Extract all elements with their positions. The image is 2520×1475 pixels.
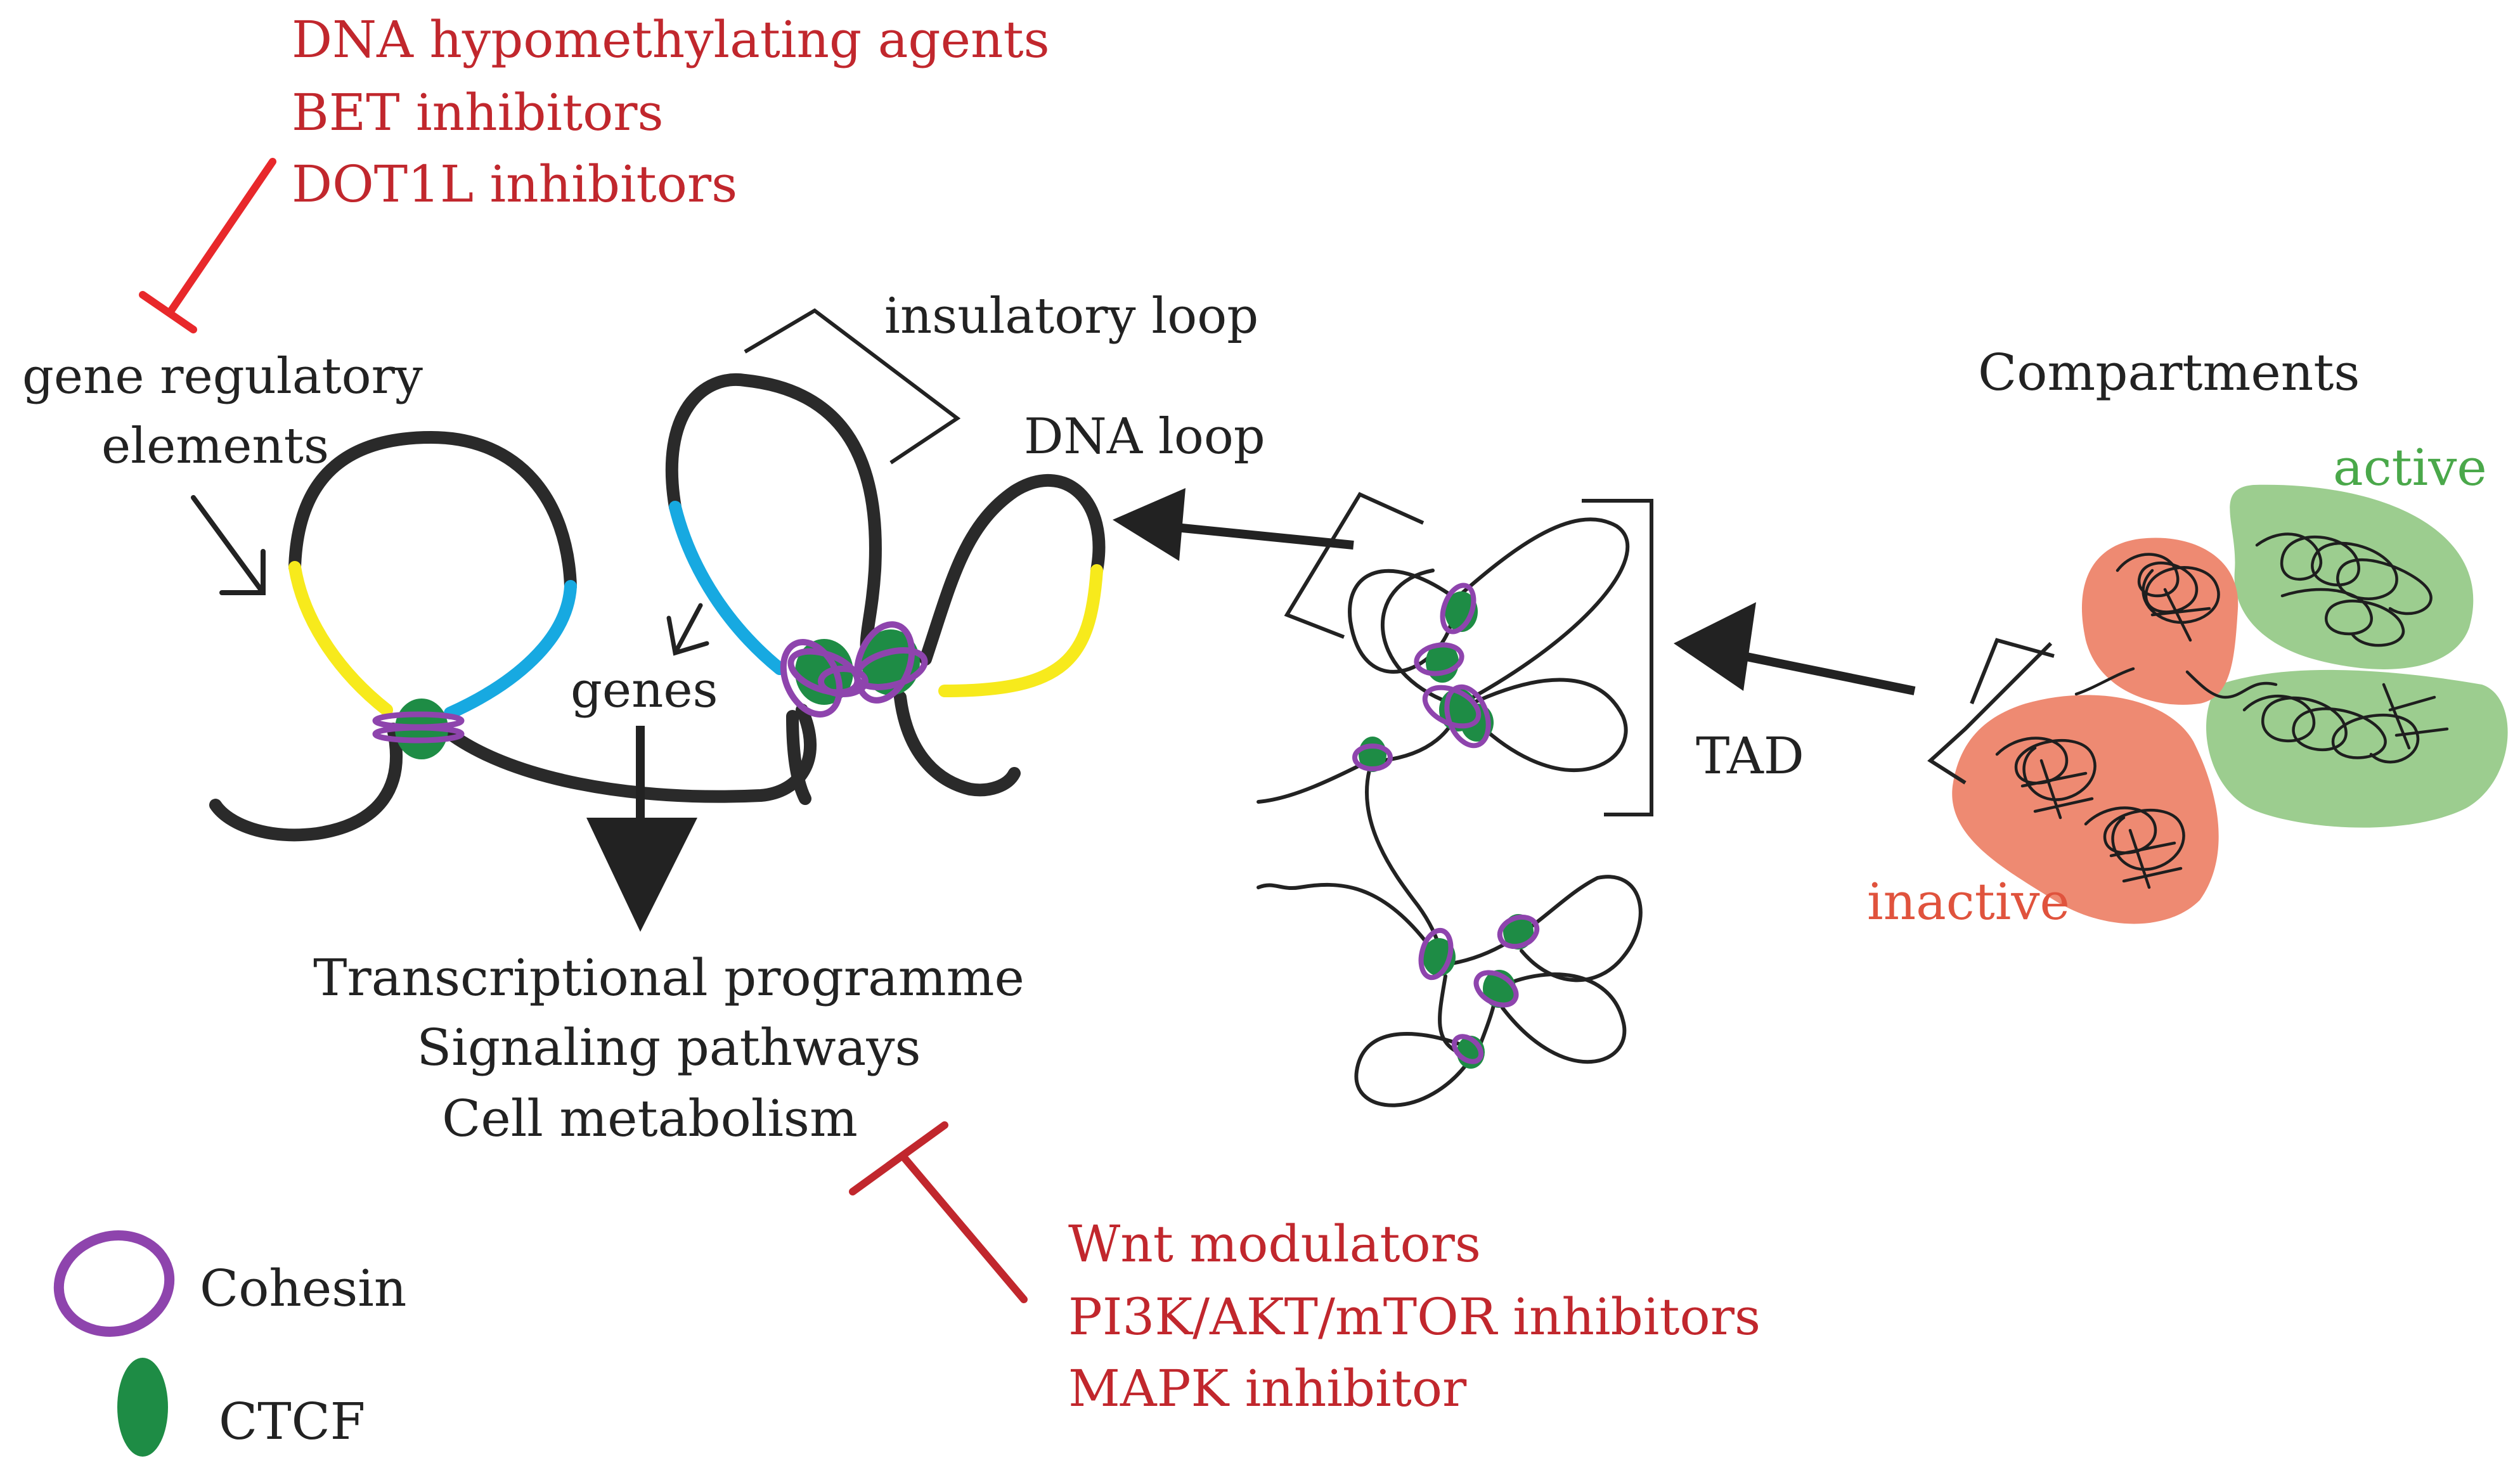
middle-loop-anchors — [780, 621, 928, 718]
cohesin-icon — [1414, 642, 1464, 676]
cohesin-icon — [780, 621, 928, 718]
label-inactive: inactive — [1867, 872, 2070, 931]
tad-left-bracket — [1284, 492, 1425, 639]
legend-ctcf: CTCF — [219, 1392, 365, 1451]
outputs-list: Transcriptional programme Signaling path… — [313, 948, 1024, 1148]
inactive-compartment — [1952, 695, 2219, 924]
left-dna-loop — [209, 430, 817, 842]
compartment-bracket — [1927, 641, 2053, 785]
compartment-blobs — [1952, 484, 2508, 924]
ctcf-legend-icon — [117, 1358, 168, 1457]
drug-wnt-modulators: Wnt modulators — [1068, 1214, 1481, 1273]
drug-dot1l-inhibitors: DOT1L inhibitors — [292, 155, 737, 214]
output-signaling: Signaling pathways — [417, 1018, 921, 1077]
label-compartments: Compartments — [1978, 343, 2360, 402]
cohesin-icon — [1497, 914, 1540, 950]
label-gene-regulatory: gene regulatory — [22, 348, 423, 405]
cohesin-icon — [1440, 583, 1476, 634]
label-elements: elements — [101, 418, 329, 475]
insulatory-loop — [665, 373, 882, 805]
top-inhibition-symbol — [139, 158, 276, 333]
drug-dna-hypomethylating: DNA hypomethylating agents — [292, 10, 1050, 69]
output-metabolism: Cell metabolism — [442, 1089, 858, 1148]
inactive-compartment — [2081, 538, 2239, 705]
compartment-bracket-top — [1970, 638, 2055, 705]
active-compartment — [2230, 484, 2474, 669]
cohesin-legend-icon — [53, 1230, 175, 1337]
top-drug-list: DNA hypomethylating agents BET inhibitor… — [292, 10, 1050, 214]
bottom-inhibition-symbol — [849, 1121, 1028, 1303]
cohesin-icon — [372, 725, 465, 744]
drug-pi3k-inhibitors: PI3K/AKT/mTOR inhibitors — [1068, 1287, 1761, 1346]
regulatory-arrow — [191, 495, 266, 595]
tad-to-loop-arrow — [1113, 488, 1354, 561]
ctcf-icon — [1503, 914, 1534, 950]
cohesin-icon — [1451, 1034, 1484, 1064]
label-insulatory-loop: insulatory loop — [884, 288, 1258, 345]
genes-arrow — [666, 603, 709, 656]
tad-right-bracket — [1582, 499, 1653, 816]
label-dna-loop: DNA loop — [1024, 408, 1265, 465]
cohesin-icon — [1444, 684, 1491, 749]
dna-loop — [894, 473, 1106, 797]
label-genes: genes — [571, 662, 718, 719]
compartment-to-tad-arrow — [1674, 602, 1916, 695]
left-loop-anchor — [372, 699, 465, 759]
drug-mapk-inhibitor: MAPK inhibitor — [1068, 1359, 1467, 1418]
drug-bet-inhibitors: BET inhibitors — [292, 83, 664, 142]
chromatin-fibers — [1995, 532, 2449, 889]
cohesin-icon — [1422, 685, 1482, 729]
bottom-drug-list: Wnt modulators PI3K/AKT/mTOR inhibitors … — [1068, 1214, 1761, 1418]
cohesin-icon — [1352, 744, 1393, 771]
cohesin-icon — [1418, 927, 1454, 981]
cohesin-icon — [1473, 970, 1519, 1008]
output-transcriptional: Transcriptional programme — [313, 948, 1024, 1007]
label-tad: TAD — [1696, 726, 1804, 785]
down-arrow — [586, 726, 697, 932]
tad-anchors — [1352, 583, 1540, 1069]
legend: Cohesin CTCF — [53, 1230, 406, 1457]
insulatory-bracket — [744, 308, 961, 465]
legend-cohesin: Cohesin — [200, 1259, 406, 1318]
label-active: active — [2333, 438, 2487, 497]
active-compartment — [2206, 669, 2508, 828]
